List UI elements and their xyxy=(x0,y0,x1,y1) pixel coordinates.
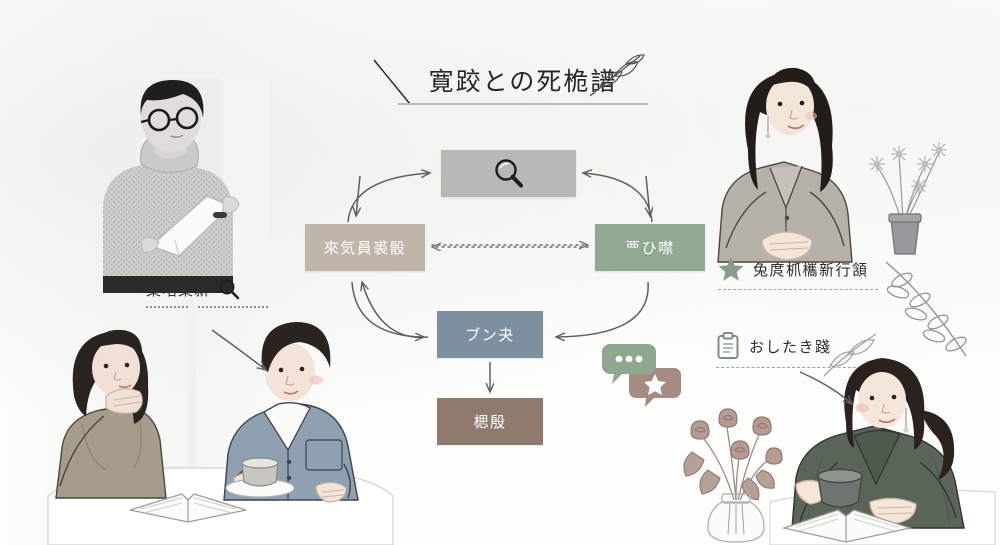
page-title: 寛跤との死桅譜 xyxy=(428,67,618,96)
flow-node-right[interactable]: 覀ひ噤 xyxy=(595,224,705,271)
caption-star-dashed-rule xyxy=(718,289,878,290)
magnifier-icon xyxy=(218,278,240,300)
clipboard-icon xyxy=(716,332,740,360)
magnifier-icon xyxy=(492,157,526,191)
caption-clipboard: おしたき踐 xyxy=(716,332,866,368)
dots-bubble xyxy=(602,344,656,384)
caption-left-label: 業咯業新 xyxy=(146,280,211,299)
title-leaf-sprig-icon xyxy=(588,52,648,100)
caption-clipboard-dashed-rule xyxy=(716,367,866,368)
olive-branch-icon xyxy=(880,258,990,368)
flow-node-bottom[interactable]: 楒殷 xyxy=(437,398,543,445)
caption-star: 兔庹枛欈新行頷 xyxy=(718,256,878,290)
dried-flower-vase-illustration xyxy=(855,108,955,258)
woman-smiling-illustration xyxy=(712,42,872,263)
caption-left-dotted-rule xyxy=(146,306,268,308)
couple-at-table-illustration xyxy=(47,300,394,545)
page-title-underline xyxy=(398,103,648,105)
star-icon xyxy=(718,256,744,282)
flow-node-search[interactable] xyxy=(441,150,576,197)
chat-bubbles-decor xyxy=(600,342,686,408)
flow-node-mid[interactable]: ブン夬 xyxy=(437,311,543,358)
woman-with-cup-illustration xyxy=(769,352,996,545)
rose-vase-illustration xyxy=(678,382,798,545)
caption-left: 業咯業新 xyxy=(146,278,296,308)
man-reading-document-photo xyxy=(55,78,270,293)
flow-node-left[interactable]: 來気員裘骰 xyxy=(305,224,425,271)
caption-clipboard-label: おしたき踐 xyxy=(749,337,832,356)
page-title-block: 寛跤との死桅譜 xyxy=(398,62,648,105)
star-bubble xyxy=(629,368,681,407)
title-slash-decor xyxy=(372,58,414,108)
caption-star-label: 兔庹枛欈新行頷 xyxy=(753,260,869,279)
